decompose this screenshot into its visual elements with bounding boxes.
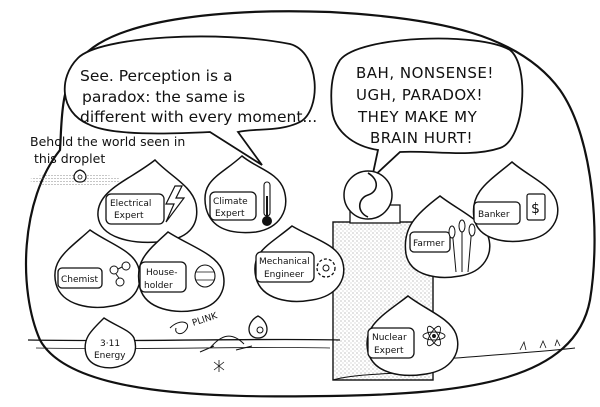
droplet-caption-line-2: this droplet [34,151,105,166]
right-speech-bubble [330,37,524,181]
right-bubble-line-4: BRAIN HURT! [370,129,473,147]
droplet-electrical-expert: Electrical Expert [97,158,198,244]
ground-line-2 [35,347,331,349]
splash [199,335,253,353]
swirl [169,321,188,335]
ground-line [27,338,341,342]
sparkle [213,360,225,372]
gear-icon [316,258,336,278]
droplet-banker: Banker $ [472,161,559,243]
right-bubble-line-2: UGH, PARADOX! [356,86,483,104]
left-bubble-line-2: paradox: the same is [82,88,245,106]
dollar-icon: $ [526,193,546,221]
falling-droplet [248,315,268,339]
left-bubble-line-1: See. Perception is a [80,67,232,85]
svg-text:See. Perception is a parad: See. Perception is a paradox: the same i… [80,67,317,126]
lightning-icon [165,185,186,223]
droplet-nuclear-expert: Nuclear Expert [366,295,459,377]
left-speech-bubble [63,35,316,166]
svg-text:PLINK: PLINK [191,311,220,329]
svg-text:Chemist: Chemist [61,275,98,285]
thermometer-icon [262,181,272,226]
svg-text:Nuclear Expert: Nuclear Expert [372,333,410,356]
svg-text:Mechanical Engineer: Mechanical Engineer [259,257,313,280]
atom-icon [422,325,446,347]
droplet-energy: 3·11 Energy [84,317,137,369]
svg-text:Farmer: Farmer [413,239,445,249]
grass-marks [519,338,561,351]
svg-text:Climate Expert: Climate Expert [213,197,251,219]
right-bubble-line-1: BAH, NONSENSE! [356,64,494,82]
molecule-icon [109,261,131,287]
yin-yang-head-icon [343,170,393,220]
svg-text:Behold the world seen in t: Behold the world seen in this droplet [30,134,189,166]
svg-text:House- holder: House- holder [144,268,180,291]
svg-text:3·11 Energy: 3·11 Energy [94,339,126,361]
honey-pot-icon [194,264,216,288]
sound-effect-plink: PLINK [191,311,220,329]
svg-text:BAH, NONSENSE! UGH, PARADO: BAH, NONSENSE! UGH, PARADOX! THEY MAKE M… [356,64,499,147]
droplet-farmer: Farmer [404,195,491,279]
wheat-icon [448,219,476,273]
tiny-droplet [73,169,87,183]
svg-text:Electrical Expert: Electrical Expert [110,199,154,221]
droplet-mechanical-engineer: Mechanical Engineer [254,225,345,303]
droplet-householder: House- holder [137,231,225,313]
right-bubble-line-3: THEY MAKE MY [357,108,478,126]
svg-text:Banker: Banker [478,210,510,220]
droplet-chemist: Chemist [54,229,141,309]
droplet-climate-expert: Climate Expert [204,155,287,234]
panel-frame [24,10,596,398]
droplet-caption-line-1: Behold the world seen in [30,134,185,149]
left-bubble-line-3: different with every moment... [80,108,317,126]
svg-text:$: $ [531,201,540,217]
